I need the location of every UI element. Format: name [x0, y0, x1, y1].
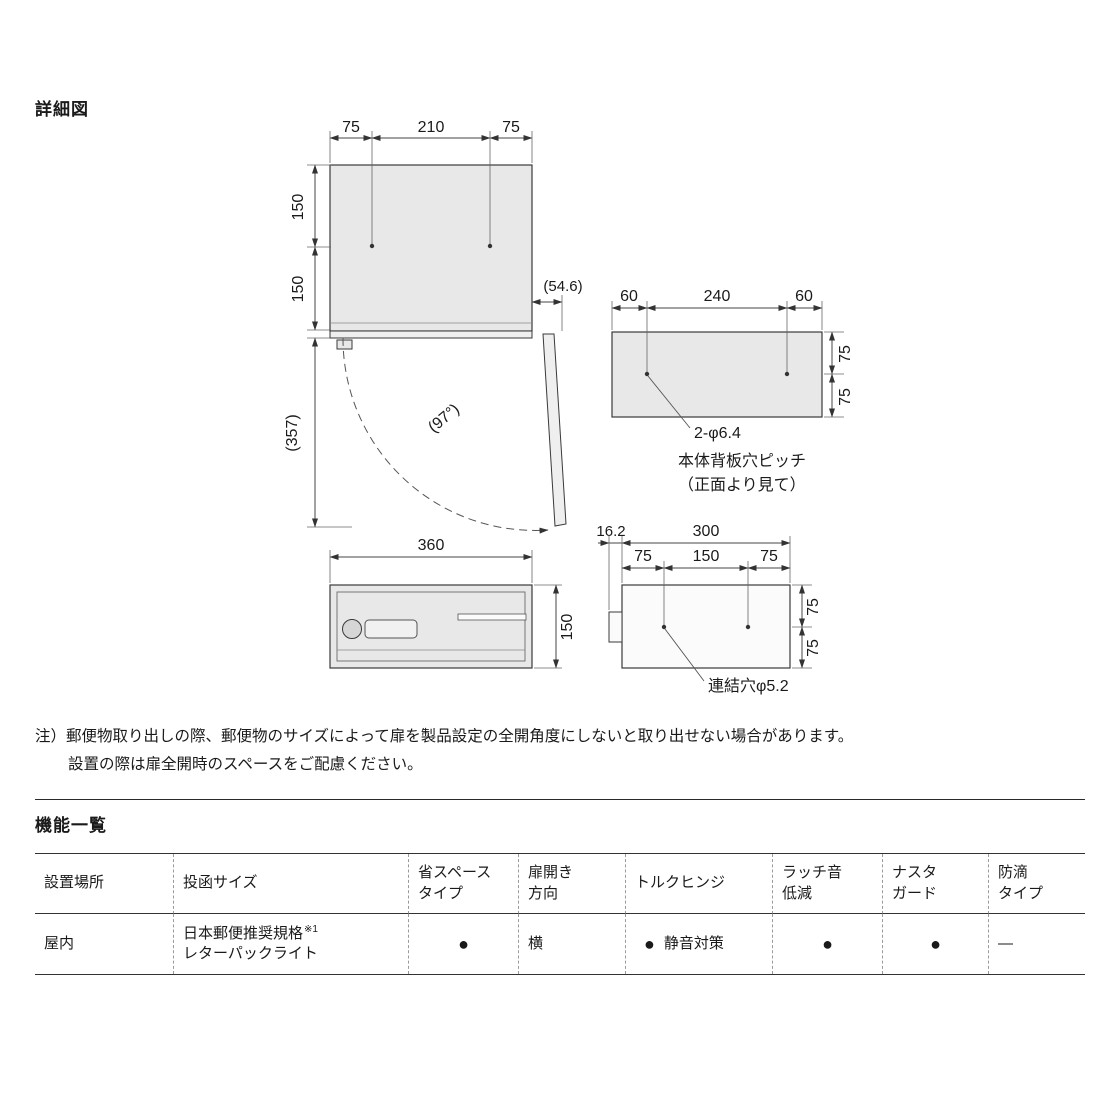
dim-label: 75 [837, 388, 854, 406]
dim-label: 150 [559, 614, 576, 641]
side-view-holes [661, 624, 751, 630]
cell-nasta-guard: ● [882, 914, 988, 974]
function-list-title: 機能一覧 [35, 816, 107, 835]
caution-note: 注）郵便物取り出しの際、郵便物のサイズによって扉を製品設定の全開角度にしないと取… [35, 723, 1065, 779]
dim-label: 360 [418, 537, 445, 554]
dim-label: 60 [795, 288, 813, 305]
dim-label: 75 [837, 345, 854, 363]
dim-label: 150 [290, 276, 307, 303]
dim-label: 300 [693, 523, 720, 540]
header-dripproof: 防滴 タイプ [988, 854, 1085, 914]
dim-label: 150 [693, 548, 720, 565]
cell-torque-hinge: ● 静音対策 [625, 914, 772, 974]
back-panel-caption-line1: 本体背板穴ピッチ [678, 452, 806, 470]
filled-circle-mark: ● [930, 934, 941, 954]
back-panel-dimension-lines [611, 301, 844, 429]
side-view-dimension-lines [598, 536, 812, 682]
front-view-body [329, 584, 533, 669]
top-view-body [329, 164, 567, 527]
header-nasta-guard: ナスタ ガード [882, 854, 988, 914]
front-lock-dial [342, 619, 362, 639]
cell-dripproof: ― [988, 914, 1085, 974]
filled-circle-mark: ● [822, 934, 833, 954]
back-panel-caption-line2: （正面より見て） [678, 476, 806, 494]
dim-label: 60 [620, 288, 638, 305]
dim-label: 75 [805, 639, 822, 657]
torque-hinge-note: 静音対策 [663, 934, 724, 952]
dim-label: 75 [805, 598, 822, 616]
header-space-saving: 省スペース タイプ [408, 854, 518, 914]
dim-label: 150 [290, 194, 307, 221]
header-install-location: 設置場所 [35, 854, 173, 914]
side-hole-label: 連結穴φ5.2 [708, 677, 789, 695]
detail-drawing-title: 詳細図 [35, 100, 89, 119]
back-panel-body [611, 331, 823, 418]
front-mail-slot [457, 613, 527, 621]
top-view-holes [369, 243, 493, 249]
dim-label-door-angle: (97°) [425, 401, 463, 436]
back-panel-hole-label: 2-φ6.4 [694, 425, 741, 442]
header-post-size: 投函サイズ [173, 854, 408, 914]
front-view-dimension-lines [329, 550, 562, 669]
dim-label: 75 [634, 548, 652, 565]
header-door-direction: 扉開き 方向 [518, 854, 625, 914]
section-divider [35, 799, 1085, 800]
filled-circle-mark: ● [644, 934, 655, 954]
filled-circle-mark: ● [458, 934, 469, 954]
caution-note-line1: 注）郵便物取り出しの際、郵便物のサイズによって扉を製品設定の全開角度にしないと取… [35, 728, 854, 745]
door-swing-arc [342, 337, 549, 534]
caution-note-line2: 設置の際は扉全開時のスペースをご配慮ください。 [68, 755, 423, 773]
dim-label: 16.2 [596, 523, 625, 540]
dim-label: 75 [342, 119, 360, 136]
dim-label: 75 [502, 119, 520, 136]
front-name-plate [364, 619, 418, 639]
side-view-body [608, 584, 791, 669]
header-latch-sound: ラッチ音 低減 [772, 854, 882, 914]
cell-door-direction: 横 [518, 914, 625, 974]
top-view-dimension-lines [307, 131, 563, 528]
dim-label: 75 [760, 548, 778, 565]
cell-install-location: 屋内 [44, 934, 75, 952]
dim-label: 210 [418, 119, 445, 136]
cell-latch-sound: ● [772, 914, 882, 974]
dim-label-swing-depth: (357) [284, 414, 301, 451]
dim-label-door-offset: (54.6) [543, 278, 582, 295]
footnote-marker: ※1 [304, 923, 318, 935]
technical-drawing: 75 210 75 150 150 (54.6) (357) (97°) [284, 119, 854, 695]
header-torque-hinge: トルクヒンジ [625, 854, 772, 914]
function-table: 設置場所 投函サイズ 省スペース タイプ 扉開き 方向 トルクヒンジ ラッチ音 … [35, 853, 1085, 975]
cell-space-saving: ● [408, 914, 518, 974]
back-panel-holes [644, 371, 790, 377]
dim-label: 240 [704, 288, 731, 305]
open-door [542, 333, 567, 527]
